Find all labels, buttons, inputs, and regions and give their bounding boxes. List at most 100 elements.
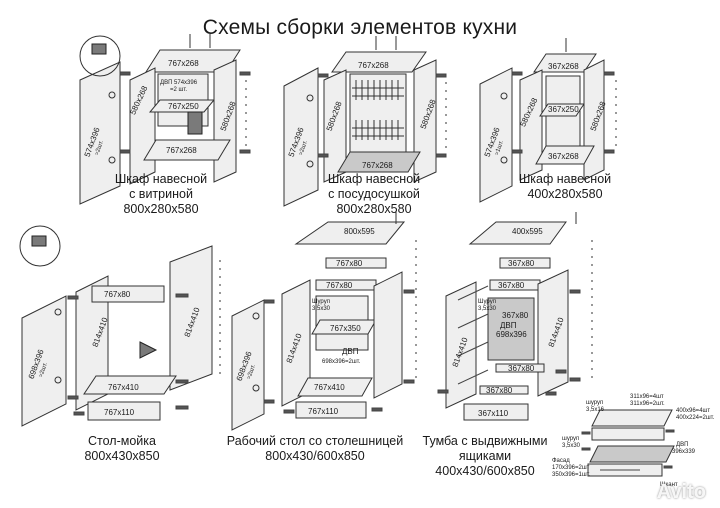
top-rail-panel — [91, 285, 165, 303]
unit-drawer-base: 400х595 367х80 367х80 Шуруп 3,5х30 814х4… — [437, 212, 593, 421]
part-label: шуруп — [562, 436, 579, 442]
part-label: 767х80 — [104, 290, 131, 299]
screws — [511, 38, 617, 154]
part-label: 767х80 — [336, 259, 363, 268]
shelf-panel — [539, 103, 585, 117]
right-side-panel — [169, 245, 213, 391]
caption-line: Рабочий стол со столешницей — [226, 434, 404, 448]
caption-line: с витриной — [129, 187, 193, 201]
part-label: =2шт. — [246, 363, 257, 380]
drawer-top-panel — [591, 409, 673, 427]
part-label: шуруп — [586, 400, 603, 406]
caption-line: Шкаф навесной — [327, 172, 421, 186]
part-label: =2шт. — [298, 139, 309, 156]
watermark: Avito — [656, 481, 706, 503]
unit-caption: Тумба с выдвижными ящиками 400х430/600х8… — [410, 434, 560, 479]
door-panel — [479, 67, 513, 203]
part-label: 698х396=2шт. — [322, 359, 361, 365]
part-label: =2 шт. — [170, 87, 187, 93]
unit-wall-cabinet-400: 367х268 580х268 367х250 574х396 =1шт. 58… — [479, 38, 617, 203]
top-panel — [331, 51, 427, 73]
part-label: 767х268 — [362, 161, 393, 170]
part-label: 400х224=2шт. — [676, 415, 715, 421]
part-label: ДВП 574х396 — [160, 80, 198, 86]
caption-line: Шкаф навесной — [518, 172, 612, 186]
unit-caption: Шкаф навесной с витриной 800х280х580 — [96, 172, 226, 217]
part-label: Шкант — [660, 482, 678, 488]
hinge-hole — [306, 94, 314, 102]
part-label: =2шт. — [94, 139, 105, 156]
part-label: 311х96=2шт. — [630, 401, 665, 407]
bottom-panel — [535, 145, 595, 165]
hinge-hole — [500, 156, 508, 164]
rail-panel — [479, 385, 529, 395]
part-label: 3,5х16 — [586, 407, 605, 413]
part-label: 367х268 — [548, 152, 579, 161]
part-label: 767х350 — [330, 324, 361, 333]
part-label: 350х396=1шт. — [552, 472, 591, 478]
door-panel — [231, 299, 265, 431]
drawer-runners — [457, 285, 489, 385]
part-label: 367х80 — [486, 386, 513, 395]
part-label: ДВП — [500, 321, 517, 330]
caption-line: 400х280х580 — [527, 187, 603, 201]
glass-insert — [187, 111, 203, 135]
caption-line: 400х430/600х850 — [435, 464, 535, 478]
drawer-side-panel — [591, 427, 665, 441]
caption-line: 800х430/600х850 — [265, 449, 365, 463]
part-label: 367х80 — [508, 259, 535, 268]
door-panel — [21, 295, 67, 427]
part-label: 767х268 — [358, 61, 389, 70]
part-label: 767х410 — [314, 383, 345, 392]
hinge-hole — [252, 312, 260, 320]
unit-wall-cabinet-dishrack: 767х268 580х268 574х396 =2шт. 580х268 76… — [283, 36, 447, 207]
caption-line: 800х430х850 — [84, 449, 160, 463]
part-label: 367х80 — [502, 311, 529, 320]
part-label: 767х250 — [168, 102, 199, 111]
caption-line: с посудосушкой — [328, 187, 420, 201]
hinge-hole — [108, 91, 116, 99]
bottom-panel — [143, 139, 231, 161]
screws — [317, 36, 447, 158]
part-label: 800х595 — [344, 227, 375, 236]
part-label: 367х268 — [548, 62, 579, 71]
top-rail-panel — [325, 257, 387, 269]
page-title: Схемы сборки элементов кухни — [202, 16, 518, 39]
part-label: 170х396=2шт — [552, 465, 590, 471]
part-label: 767х268 — [166, 146, 197, 155]
part-label: 767х268 — [168, 59, 199, 68]
part-label: ДВП — [342, 347, 359, 356]
part-label: =2шт. — [38, 361, 49, 378]
bottom-panel — [83, 375, 177, 395]
part-label: ДВП — [676, 442, 688, 448]
caption-line: 800х280х580 — [336, 202, 412, 216]
fastener-icon — [139, 341, 158, 359]
hinge-hole — [306, 160, 314, 168]
drawer-assembly-detail: 311х96=4шт 311х96=2шт. 400х96=4шт 400х22… — [552, 394, 715, 488]
part-label: 3,5х30 — [562, 443, 581, 449]
right-side-panel — [373, 271, 403, 399]
rail-panel — [495, 363, 545, 373]
plinth-panel — [295, 401, 367, 419]
plinth-panel — [87, 401, 161, 421]
part-label: 3,5х30 — [312, 306, 331, 312]
screws — [67, 260, 221, 416]
hinge-hole — [252, 384, 260, 392]
unit-wall-cabinet-glass: 767х268 ДВП 574х396 =2 шт. 580х268 767х2… — [79, 34, 251, 205]
part-label: 400х595 — [512, 227, 543, 236]
left-side-panel — [519, 69, 543, 181]
hinge-detail-circle — [79, 35, 121, 77]
part-label: Фасад — [552, 458, 570, 464]
unit-caption: Стол-мойка 800х430х850 — [62, 434, 182, 464]
caption-line: Шкаф навесной — [114, 172, 208, 186]
screws — [581, 429, 675, 469]
part-label: 367х250 — [548, 105, 579, 114]
part-label: 311х96=4шт — [630, 394, 664, 400]
hinge-hole — [54, 376, 62, 384]
part-label: 767х80 — [326, 281, 353, 290]
shelf-panel — [148, 99, 216, 113]
hinge-hole — [54, 308, 62, 316]
part-label: 367х80 — [498, 281, 525, 290]
